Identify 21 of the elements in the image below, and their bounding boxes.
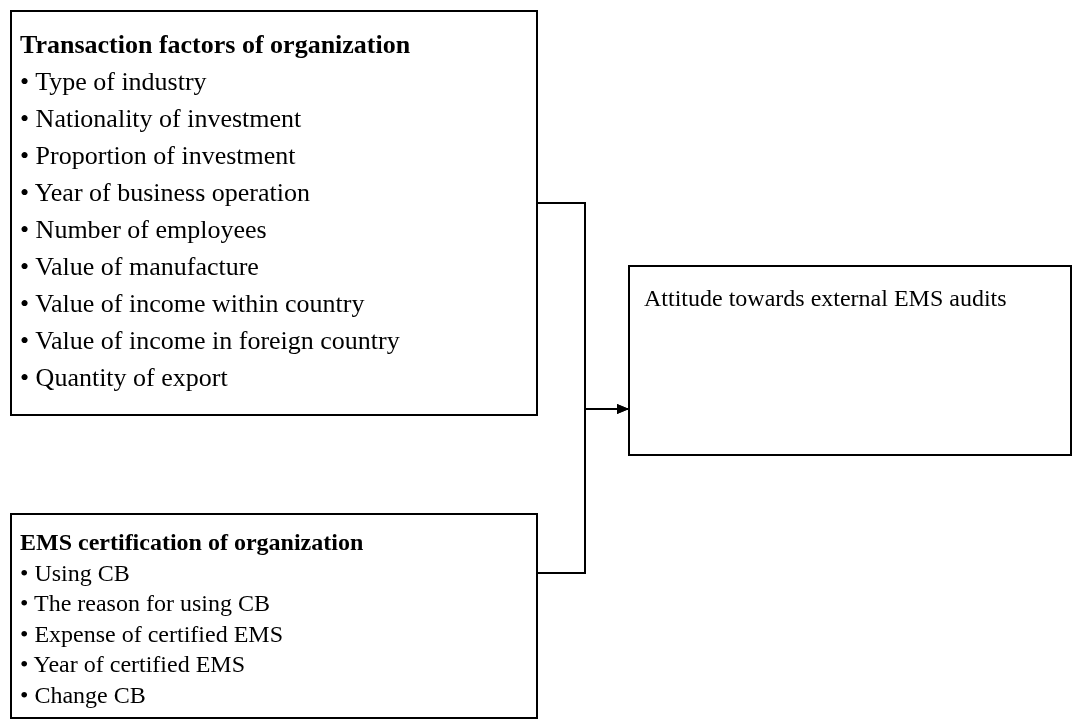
box-text: Attitude towards external EMS audits: [644, 284, 1008, 313]
bullet-item: • Value of income within country: [20, 288, 366, 320]
bullet-item: • Type of industry: [20, 66, 208, 98]
box-heading: EMS certification of organization: [20, 528, 365, 557]
text-box: [628, 265, 1072, 456]
connector-arrow: [537, 404, 629, 574]
bullet-item: • Year of business operation: [20, 177, 311, 209]
bullet-item: • Change CB: [20, 680, 147, 710]
bullet-item: • Year of certified EMS: [20, 650, 247, 679]
text-box: [10, 10, 538, 416]
bullet-item: • Quantity of export: [20, 362, 229, 394]
bullet-item: • Using CB: [20, 558, 131, 588]
bullet-item: • Number of employees: [20, 214, 268, 246]
text-box: [10, 513, 538, 719]
bullet-item: • Expense of certified EMS: [20, 619, 284, 649]
bullet-item: • Proportion of investment: [20, 140, 297, 172]
bullet-item: • Nationality of investment: [20, 103, 303, 135]
bullet-item: • Value of manufacture: [20, 251, 260, 283]
box-heading: Transaction factors of organization: [20, 29, 412, 61]
bullet-item: • The reason for using CB: [20, 589, 271, 618]
bullet-item: • Value of income in foreign country: [20, 325, 401, 357]
